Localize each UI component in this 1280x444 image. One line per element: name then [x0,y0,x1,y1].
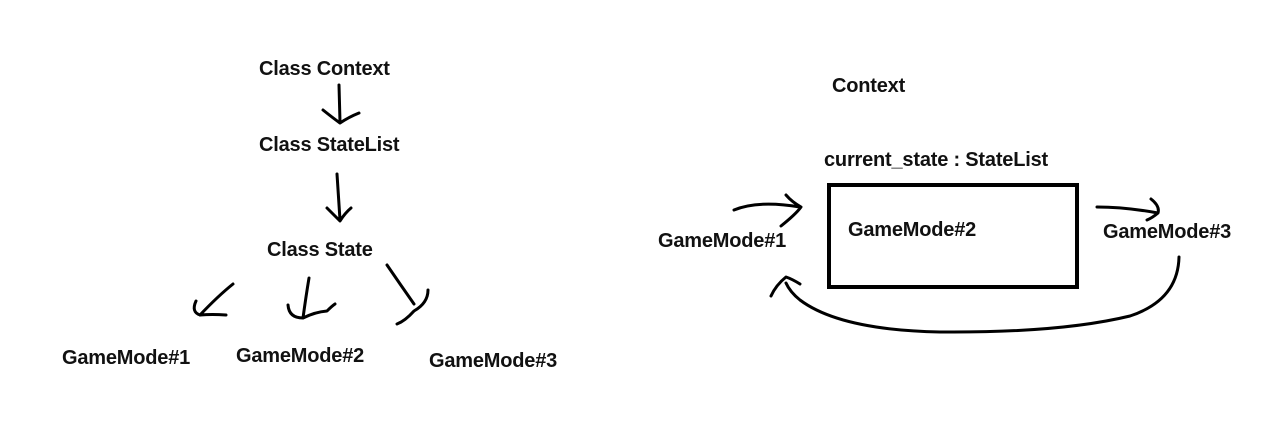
arrow-context-to-statelist [321,83,361,125]
prev-mode-label: GameMode#1 [658,230,787,252]
arrow-state-to-mode2 [286,276,337,320]
arrow-state-to-mode3 [385,263,430,326]
arrow-statelist-to-state [325,172,353,223]
arrow-box-to-mode3 [1095,197,1160,222]
arrow-mode1-to-box [732,193,803,228]
arrow-state-to-mode1 [192,282,235,317]
context-title: Context [832,75,906,97]
gamemode-1-label: GameMode#1 [62,347,191,369]
class-state-label: Class State [267,239,373,261]
gamemode-2-label: GameMode#2 [236,345,365,367]
current-state-box [827,183,1079,289]
active-mode-label: GameMode#2 [848,219,977,241]
class-context-label: Class Context [259,58,390,80]
next-mode-label: GameMode#3 [1103,221,1232,243]
class-statelist-label: Class StateList [259,134,400,156]
gamemode-3-label: GameMode#3 [429,350,558,372]
current-state-label: current_state : StateList [824,149,1048,171]
arrow-mode3-loop-to-mode1 [769,255,1181,334]
